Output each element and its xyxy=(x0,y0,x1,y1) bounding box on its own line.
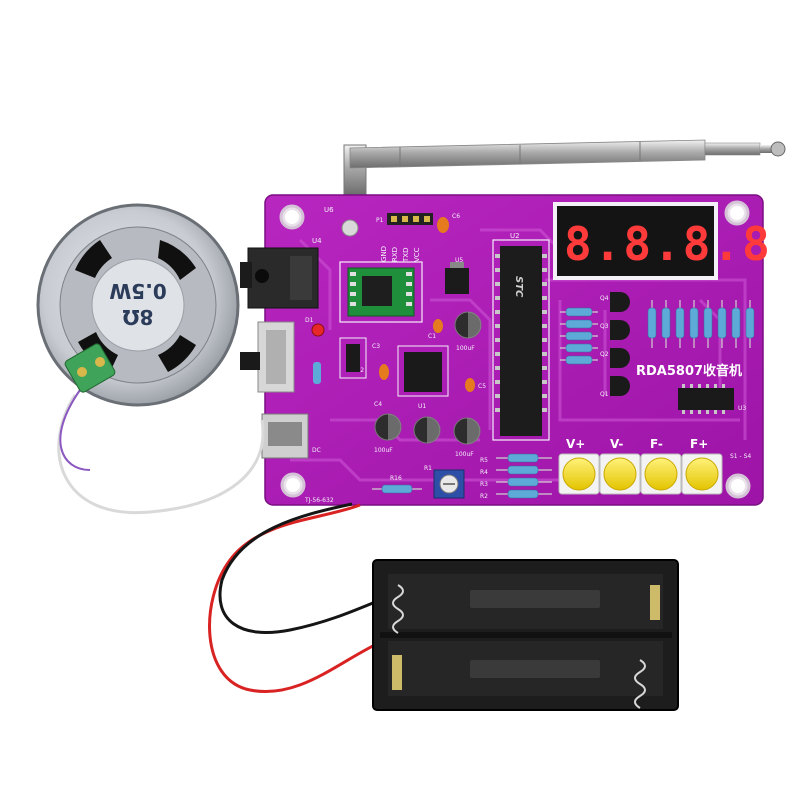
header-pin-vcc: VCC xyxy=(413,247,421,262)
resistor-r16: R16 xyxy=(372,475,422,494)
speaker-impedance: 8Ω xyxy=(123,305,154,329)
shift-register-chip: U3 xyxy=(678,384,746,414)
label-u6: U6 xyxy=(324,206,334,214)
model-code: TJ-56-632 xyxy=(304,497,334,504)
cap-label-b: 100uF xyxy=(374,447,393,454)
mcu-chip: STC U2 xyxy=(492,232,550,441)
seven-segment-display: 8.8.8.8 xyxy=(553,202,772,280)
label-r5: R5 xyxy=(480,457,488,464)
power-switch[interactable] xyxy=(240,321,295,393)
label-r2: R2 xyxy=(480,493,488,500)
button-label-vminus: V- xyxy=(610,437,623,451)
label-r1: R1 xyxy=(424,465,432,472)
volume-down-button[interactable] xyxy=(599,453,641,495)
transistors: Q4 Q3 Q2 Q1 xyxy=(600,292,630,398)
label-r3: R3 xyxy=(480,481,488,488)
usb-power-jack: DC xyxy=(261,413,321,459)
button-labels: V+ V- F- F+ S1 - S4 xyxy=(566,437,751,460)
label-u2: U2 xyxy=(510,232,520,240)
radio-module xyxy=(339,261,423,323)
label-u3: U3 xyxy=(738,405,746,412)
frequency-down-button[interactable] xyxy=(640,453,682,495)
label-u4: U4 xyxy=(312,237,322,245)
label-r4: R4 xyxy=(480,469,488,476)
resistor-bank-left xyxy=(560,307,598,365)
label-c5: C5 xyxy=(478,383,486,390)
display-digits: 8.8.8.8 xyxy=(564,217,772,271)
battery-holder xyxy=(372,559,679,711)
button-range: S1 - S4 xyxy=(730,453,751,460)
power-led: D1 xyxy=(305,317,325,337)
battery-wire-red xyxy=(208,503,386,693)
header-pin-gnd: GND xyxy=(380,246,388,262)
mounting-holes xyxy=(279,200,751,499)
serial-header: P1 GND RXD TXD VCC xyxy=(376,213,433,263)
header-pin-txd: TXD xyxy=(402,248,410,263)
speaker-wire xyxy=(57,394,265,515)
label-c3: C3 xyxy=(372,343,380,350)
button-label-vplus: V+ xyxy=(566,437,585,451)
volume-up-button[interactable] xyxy=(558,453,600,495)
button-label-fplus: F+ xyxy=(690,437,708,451)
label-u5: U5 xyxy=(455,257,463,264)
label-d1: D1 xyxy=(305,317,314,324)
label-c2: C2 xyxy=(356,367,364,374)
label-dc: DC xyxy=(312,447,321,454)
battery-wire-black xyxy=(218,502,386,635)
label-q2: Q2 xyxy=(600,351,609,358)
telescopic-antenna xyxy=(343,139,786,196)
amplifier-chip: U1 xyxy=(397,345,449,410)
header-pin-rxd: RXD xyxy=(391,247,399,262)
mcu-brand: STC xyxy=(513,276,524,298)
label-r16: R16 xyxy=(390,475,402,482)
label-q3: Q3 xyxy=(600,323,609,330)
frequency-up-button[interactable] xyxy=(681,453,723,495)
trimmer-potentiometer[interactable]: R1 xyxy=(424,465,465,499)
label-u1: U1 xyxy=(418,403,426,410)
cap-label-a: 100uF xyxy=(456,345,475,352)
board-title: RDA5807收音机 xyxy=(636,363,742,379)
ceramic-capacitors: C6 C3 C5 C2 xyxy=(356,213,486,392)
resistor-bank-right xyxy=(647,300,755,348)
label-q4: Q4 xyxy=(600,295,609,302)
resistor-bank-bottom: R5 R4 R3 R2 xyxy=(480,453,552,500)
speaker: 8Ω 0.5W xyxy=(36,203,240,407)
speaker-power: 0.5W xyxy=(109,279,167,303)
button-label-fminus: F- xyxy=(650,437,663,451)
label-c1: C1 xyxy=(428,333,436,340)
headphone-jack: U4 xyxy=(240,237,322,309)
voltage-regulator: U5 xyxy=(445,257,469,294)
label-c4: C4 xyxy=(374,401,382,408)
label-q1: Q1 xyxy=(600,391,609,398)
label-p1: P1 xyxy=(376,217,384,224)
electrolytic-capacitors: 100uF 100uF 100uF C4 C1 xyxy=(374,311,482,458)
label-c6: C6 xyxy=(452,213,460,220)
pcb-board: U6 P1 GND RXD TXD VCC U4 xyxy=(240,194,772,506)
cap-label-c: 100uF xyxy=(455,451,474,458)
